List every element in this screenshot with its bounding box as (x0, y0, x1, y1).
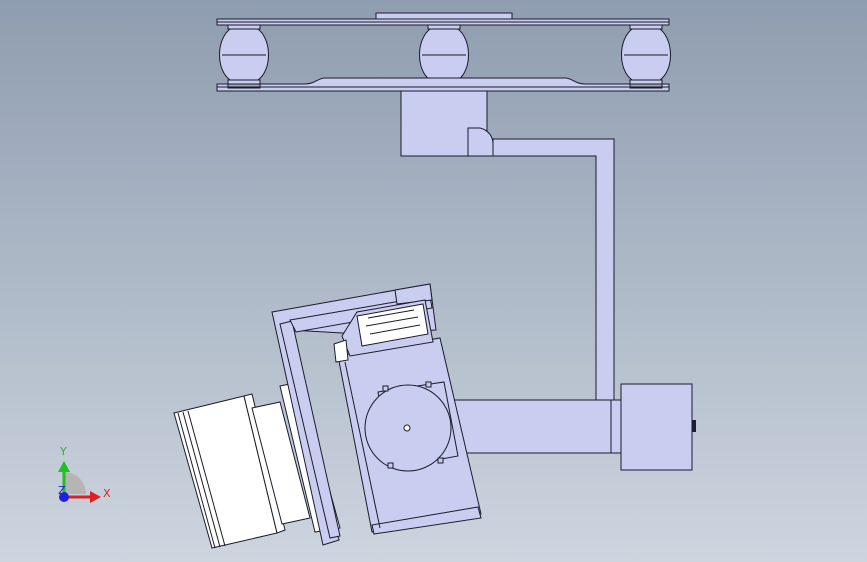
damping-plate-assembly (216, 12, 671, 92)
triad-quarter-disc (64, 472, 86, 494)
z-axis-label: Z (58, 484, 66, 497)
pitch-motor (620, 383, 693, 471)
camera-assembly (173, 283, 482, 549)
pitch-arm-assembly (439, 383, 696, 471)
x-axis-arrowhead (90, 491, 101, 503)
roll-motor (364, 381, 459, 472)
yaw-motor-and-arm (400, 90, 615, 401)
axis-triad[interactable]: Y X Z (58, 445, 111, 503)
top-mount-pad (375, 12, 513, 20)
camera-screen (333, 299, 434, 363)
damper-ball-left (219, 24, 269, 85)
pitch-motor-connector (692, 420, 696, 432)
x-axis-label: X (103, 487, 111, 500)
horizontal-arm (439, 399, 626, 454)
l-arm-outer (492, 138, 615, 401)
y-axis-label: Y (59, 445, 67, 458)
lower-damping-plate (216, 77, 670, 92)
z-axis-dot (59, 492, 69, 502)
y-axis-arrowhead (58, 461, 70, 472)
damper-ball-right (621, 24, 671, 85)
damper-ball-center (419, 24, 469, 85)
arm-bracket (467, 127, 494, 157)
